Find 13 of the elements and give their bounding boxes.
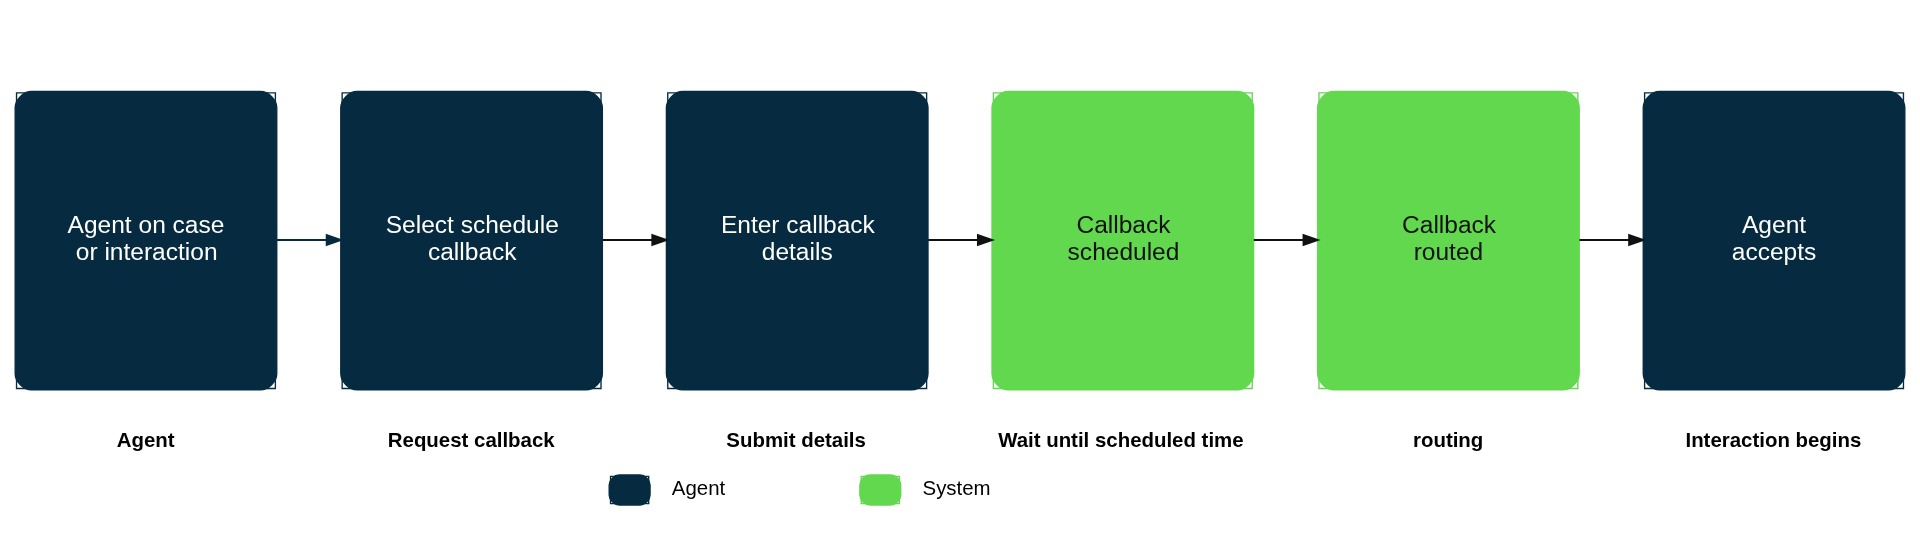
legend-label: System <box>922 476 991 499</box>
arrow <box>1253 233 1321 246</box>
arrow <box>928 233 995 246</box>
node-label: Submit details <box>726 428 866 451</box>
node-label: Interaction begins <box>1685 428 1862 451</box>
legend-label: Agent <box>671 476 726 499</box>
arrow <box>277 233 344 246</box>
node-label: routing <box>1413 428 1484 451</box>
node-label: Request callback <box>387 428 555 451</box>
arrow <box>602 233 670 246</box>
arrow <box>1579 233 1647 246</box>
node-label: Agent <box>116 428 175 451</box>
node-label: Wait until scheduled time <box>998 428 1244 451</box>
